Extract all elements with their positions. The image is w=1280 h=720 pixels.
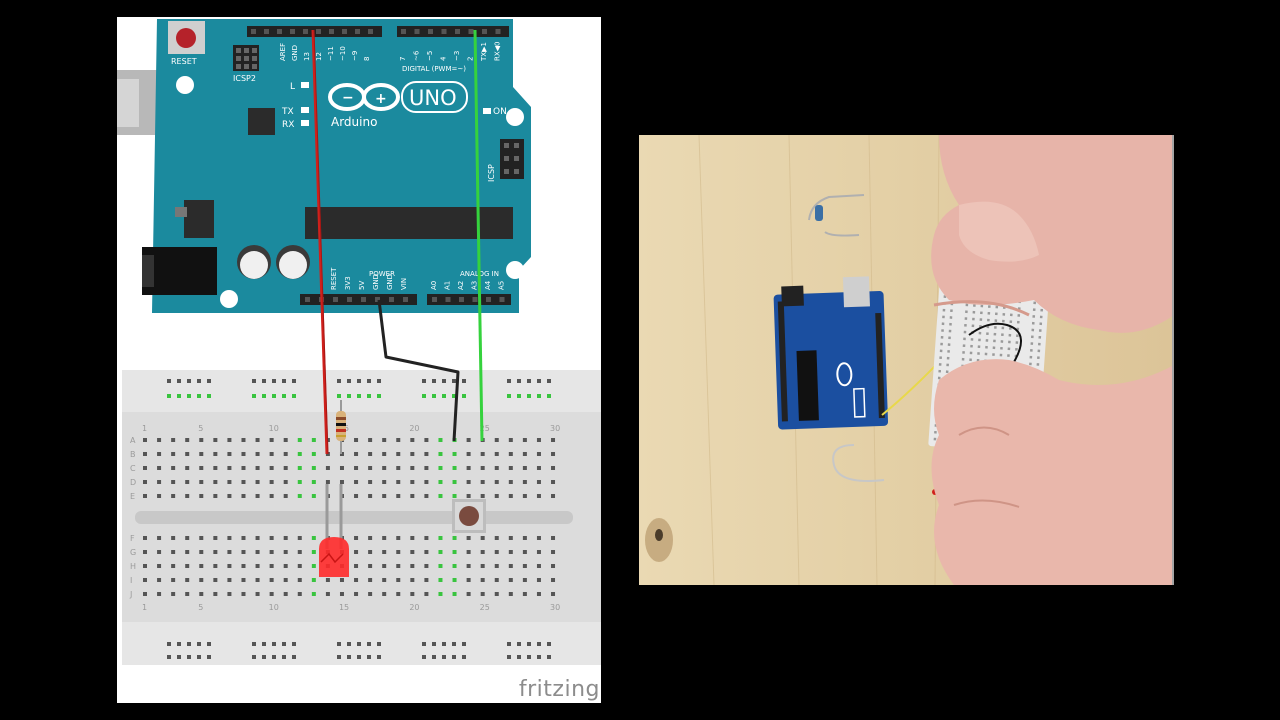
top-power-rail bbox=[122, 370, 601, 412]
analog-pin-label: A0 bbox=[430, 281, 438, 290]
breadboard-col-label: 5 bbox=[198, 424, 203, 433]
power-header bbox=[300, 294, 417, 305]
breadboard-col-label: 5 bbox=[198, 603, 203, 612]
breadboard-row-label: D bbox=[130, 478, 136, 487]
breadboard-row-label: F bbox=[130, 534, 135, 543]
analog-pin-label: A1 bbox=[444, 281, 452, 290]
pin-label: TX▶1 bbox=[480, 42, 488, 62]
arduino-board bbox=[152, 19, 531, 313]
breadboard-col-label: 1 bbox=[142, 603, 147, 612]
red-wire bbox=[311, 29, 329, 455]
breadboard-col-label: 10 bbox=[269, 424, 279, 433]
breadboard-col-label: 10 bbox=[269, 603, 279, 612]
breadboard-row-label: E bbox=[130, 492, 135, 501]
breadboard-row-label: J bbox=[129, 590, 132, 599]
uno-badge bbox=[401, 81, 468, 113]
power-pin-label: RESET bbox=[330, 267, 338, 290]
l-led-label: L bbox=[290, 82, 295, 92]
power-pin-label: GND bbox=[386, 274, 394, 290]
power-pin-label: 5V bbox=[358, 281, 366, 290]
on-label: ON bbox=[493, 107, 507, 117]
led bbox=[319, 537, 349, 577]
svg-text:−: − bbox=[342, 90, 354, 106]
breadboard-col-label: 20 bbox=[409, 424, 419, 433]
analog-pin-label: A2 bbox=[457, 281, 465, 290]
pin-label: 2 bbox=[467, 57, 475, 61]
icsp2-label: ICSP2 bbox=[233, 74, 256, 83]
hand-bottom bbox=[931, 359, 1174, 585]
pin-label: ~5 bbox=[426, 51, 434, 61]
power-label: POWER bbox=[369, 270, 395, 278]
breadboard-row-label: G bbox=[130, 548, 136, 557]
uno-label: UNO bbox=[409, 86, 457, 110]
breadboard-col-label: 25 bbox=[480, 424, 490, 433]
fritzing-watermark: fritzing bbox=[518, 677, 600, 702]
power-pin-label: GND bbox=[372, 274, 380, 290]
breadboard-row-label: C bbox=[130, 464, 136, 473]
reset-label: RESET bbox=[171, 57, 197, 66]
analog-pin-label: A3 bbox=[471, 281, 479, 290]
analog-pin-label: A4 bbox=[484, 280, 492, 290]
rx-label: RX bbox=[282, 120, 294, 130]
photo-arduino bbox=[773, 291, 889, 430]
pin-label: ~11 bbox=[327, 46, 335, 61]
breadboard-col-label: 1 bbox=[142, 424, 147, 433]
analog-pin-label: A5 bbox=[498, 281, 506, 290]
pin-label: 8 bbox=[363, 57, 371, 61]
icsp-header bbox=[500, 139, 524, 179]
arduino-infinity-logo bbox=[328, 83, 400, 111]
pin-label: GND bbox=[291, 45, 299, 61]
pin-label: 13 bbox=[303, 52, 311, 61]
breadboard-col-label: 30 bbox=[550, 424, 560, 433]
pin-label: ~6 bbox=[413, 50, 421, 61]
breadboard-col-label: 30 bbox=[550, 603, 560, 612]
pin-label: ~3 bbox=[453, 51, 461, 61]
atmega-chip bbox=[305, 207, 513, 239]
power-pin-label: 3V3 bbox=[344, 276, 352, 290]
breadboard-row-label: B bbox=[130, 450, 136, 459]
tx-label: TX bbox=[281, 107, 294, 117]
pin-label: ~9 bbox=[351, 51, 359, 61]
hand-top bbox=[931, 135, 1174, 333]
green-wire bbox=[473, 29, 484, 442]
breadboard-row-label: A bbox=[130, 436, 136, 445]
pin-label: 4 bbox=[440, 56, 448, 61]
digital-header-right bbox=[397, 26, 509, 37]
bottom-power-rail bbox=[122, 622, 601, 665]
digital-label: DIGITAL (PWM=~) bbox=[402, 65, 466, 73]
pin-label: RX◀0 bbox=[494, 42, 502, 62]
icsp-label: ICSP bbox=[487, 164, 496, 182]
analog-header bbox=[427, 294, 511, 305]
black-wire bbox=[377, 299, 460, 442]
pin-label: 7 bbox=[399, 57, 407, 61]
breadboard-col-label: 25 bbox=[480, 603, 490, 612]
breadboard-col-label: 20 bbox=[409, 603, 419, 612]
desk-photo bbox=[639, 135, 1174, 585]
power-jack bbox=[142, 247, 217, 295]
pin-label: 12 bbox=[315, 52, 323, 61]
power-pin-label: VIN bbox=[400, 278, 408, 290]
video-photo-panel bbox=[639, 135, 1174, 585]
usb-chip bbox=[248, 108, 275, 135]
pin-label: AREF bbox=[279, 43, 287, 61]
svg-text:+: + bbox=[375, 91, 387, 107]
breadboard-row-label: I bbox=[130, 576, 132, 585]
center-channel bbox=[135, 511, 573, 524]
breadboard-col-label: 15 bbox=[339, 603, 349, 612]
breadboard-row-label: H bbox=[130, 562, 136, 571]
pin-label: ~10 bbox=[339, 46, 347, 61]
loose-resistor bbox=[815, 205, 823, 221]
arduino-brand: Arduino bbox=[331, 115, 377, 129]
voltage-regulator bbox=[184, 200, 214, 238]
